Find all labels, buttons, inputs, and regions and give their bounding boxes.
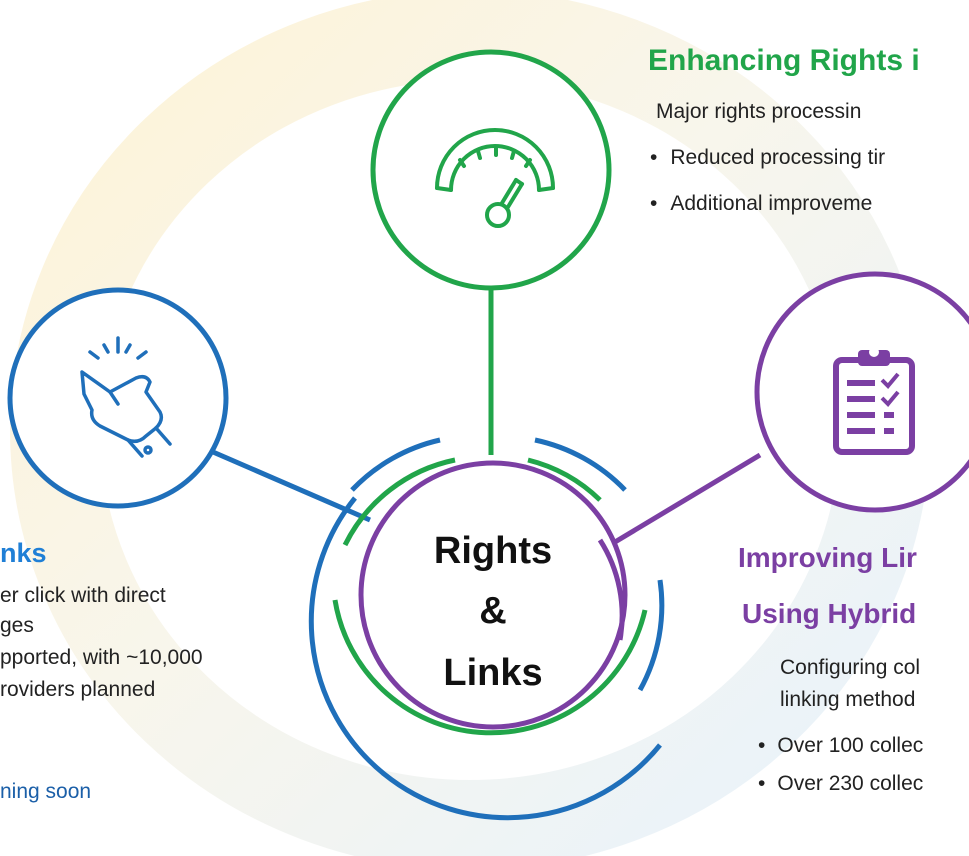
purple-item-2-bullet: •: [758, 734, 766, 757]
right-node-circle: [754, 271, 969, 513]
purple-item-1-bullet: [746, 656, 762, 680]
center-label-line3: Links: [443, 652, 543, 694]
center-mid-arc-green: [332, 599, 648, 736]
green-item-2-bullet: •: [650, 146, 658, 169]
center-inner-circle: [358, 460, 628, 730]
purple-item-1: Configuring col: [746, 656, 920, 680]
purple-item-1-text: Configuring col: [780, 656, 921, 679]
green-item-2-text: Reduced processing tir: [670, 146, 886, 169]
purple-item-3-text: Over 230 collec: [777, 772, 924, 795]
center-outer-arc-blue-top-left: [350, 437, 441, 492]
finger-snap-hand-icon: [80, 336, 172, 458]
purple-heading-line2: Using Hybrid: [742, 598, 917, 629]
green-item-1-text: Major rights processin: [656, 100, 862, 123]
green-item-1-bullet: [622, 100, 638, 124]
center-label-line2: &: [479, 590, 507, 632]
center-outer-arc-blue-left: [308, 496, 662, 821]
green-item-2: • Reduced processing tir: [650, 146, 885, 170]
green-item-1: Major rights processin: [622, 100, 861, 124]
center-outer-arc-blue-top-right: [534, 437, 627, 492]
green-item-3: • Additional improveme: [650, 192, 872, 216]
green-section-heading: Enhancing Rights i: [648, 44, 920, 77]
green-item-3-text: Additional improveme: [670, 192, 873, 215]
blue-line-4: roviders planned: [0, 678, 156, 701]
top-node-circle: [370, 49, 612, 291]
clipboard-checklist-icon: [833, 347, 915, 455]
center-mid-arc-green-top-right: [527, 457, 602, 502]
blue-line-2: ges: [0, 614, 34, 637]
green-item-3-bullet: •: [650, 192, 658, 215]
blue-line-1: er click with direct: [0, 584, 166, 607]
blue-accent-line: ning soon: [0, 780, 92, 803]
connector-right: [603, 452, 762, 551]
connector-left: [212, 449, 371, 523]
left-node-circle: [7, 287, 229, 509]
blue-section-heading: nks: [0, 538, 47, 568]
blue-line-3: pported, with ~10,000: [0, 646, 203, 669]
purple-item-3: • Over 230 collec: [758, 772, 923, 796]
purple-item-3-bullet: •: [758, 772, 766, 795]
purple-item-2-text: Over 100 collec: [777, 734, 924, 757]
purple-heading-line1: Improving Lir: [738, 542, 917, 573]
purple-item-1-continuation: linking method: [780, 688, 916, 711]
speedometer-gauge-icon: [435, 128, 555, 228]
center-outer-arc-blue-right: [637, 579, 665, 692]
center-label-line1: Rights: [433, 530, 553, 572]
purple-item-2: • Over 100 collec: [758, 734, 923, 758]
center-mid-arc-green-top-left: [342, 457, 456, 547]
center-inner-arc-purple-right: [597, 538, 625, 641]
